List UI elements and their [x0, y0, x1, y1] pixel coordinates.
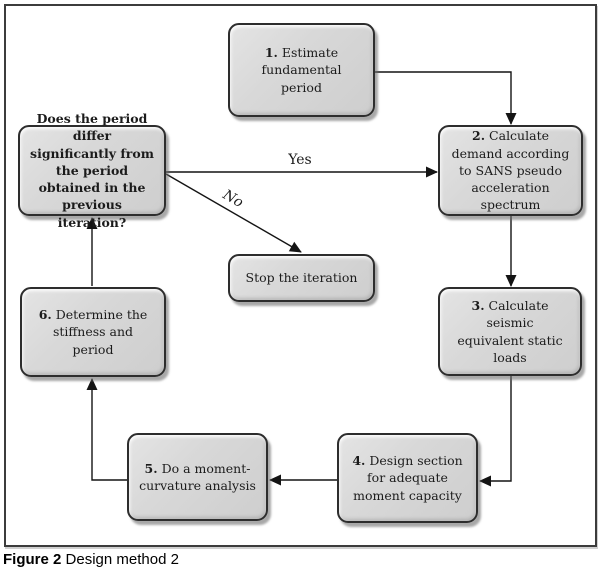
stop-text: Stop the iteration	[245, 270, 358, 286]
figure-caption-label: Figure 2	[3, 551, 62, 568]
step-4-label: 4. Design section for adequate moment ca…	[352, 452, 463, 504]
flowchart-box-decision: Does the period differ significantly fro…	[18, 111, 166, 230]
step-4-number: 4.	[352, 453, 366, 469]
step-3-number: 3.	[471, 298, 485, 313]
step-3-text: Calculate seismic equivalent static load…	[457, 298, 563, 365]
flowchart-box-step-5: 5. Do a moment-curvature analysis	[127, 433, 268, 521]
step-2-number: 2.	[472, 128, 486, 144]
step-5-text: Do a moment-curvature analysis	[139, 460, 256, 493]
step-6-number: 6.	[38, 307, 52, 323]
decision-text: Does the period differ significantly fro…	[30, 111, 154, 230]
step-2-label: 2. Calculate demand according to SANS ps…	[448, 127, 573, 213]
step-1-label: 1. Estimate fundamental period	[242, 44, 361, 96]
step-4-text: Design section for adequate moment capac…	[353, 453, 463, 503]
flowchart-box-step-3: 3. Calculate seismic equivalent static l…	[438, 287, 582, 376]
step-2-text: Calculate demand according to SANS pseud…	[451, 128, 570, 213]
step-1-number: 1.	[264, 45, 278, 61]
step-5-number: 5.	[144, 460, 158, 476]
flowchart-box-step-2: 2. Calculate demand according to SANS ps…	[438, 125, 583, 216]
figure-caption-title: Design method 2	[65, 551, 179, 568]
edge-label-yes: Yes	[288, 152, 312, 168]
step-6-label: 6. Determine the stiffness and period	[34, 306, 152, 358]
figure-caption: Figure 2 Design method 2	[3, 551, 179, 568]
flowchart-box-step-4: 4. Design section for adequate moment ca…	[337, 433, 478, 523]
step-1-text: Estimate fundamental period	[261, 45, 342, 95]
step-5-label: 5. Do a moment-curvature analysis	[139, 460, 256, 495]
flowchart-box-step-6: 6. Determine the stiffness and period	[20, 287, 166, 377]
flowchart-box-stop: Stop the iteration	[228, 254, 375, 302]
step-6-text: Determine the stiffness and period	[52, 307, 148, 357]
step-3-label: 3. Calculate seismic equivalent static l…	[454, 297, 566, 366]
flowchart-box-step-1: 1. Estimate fundamental period	[228, 23, 375, 117]
